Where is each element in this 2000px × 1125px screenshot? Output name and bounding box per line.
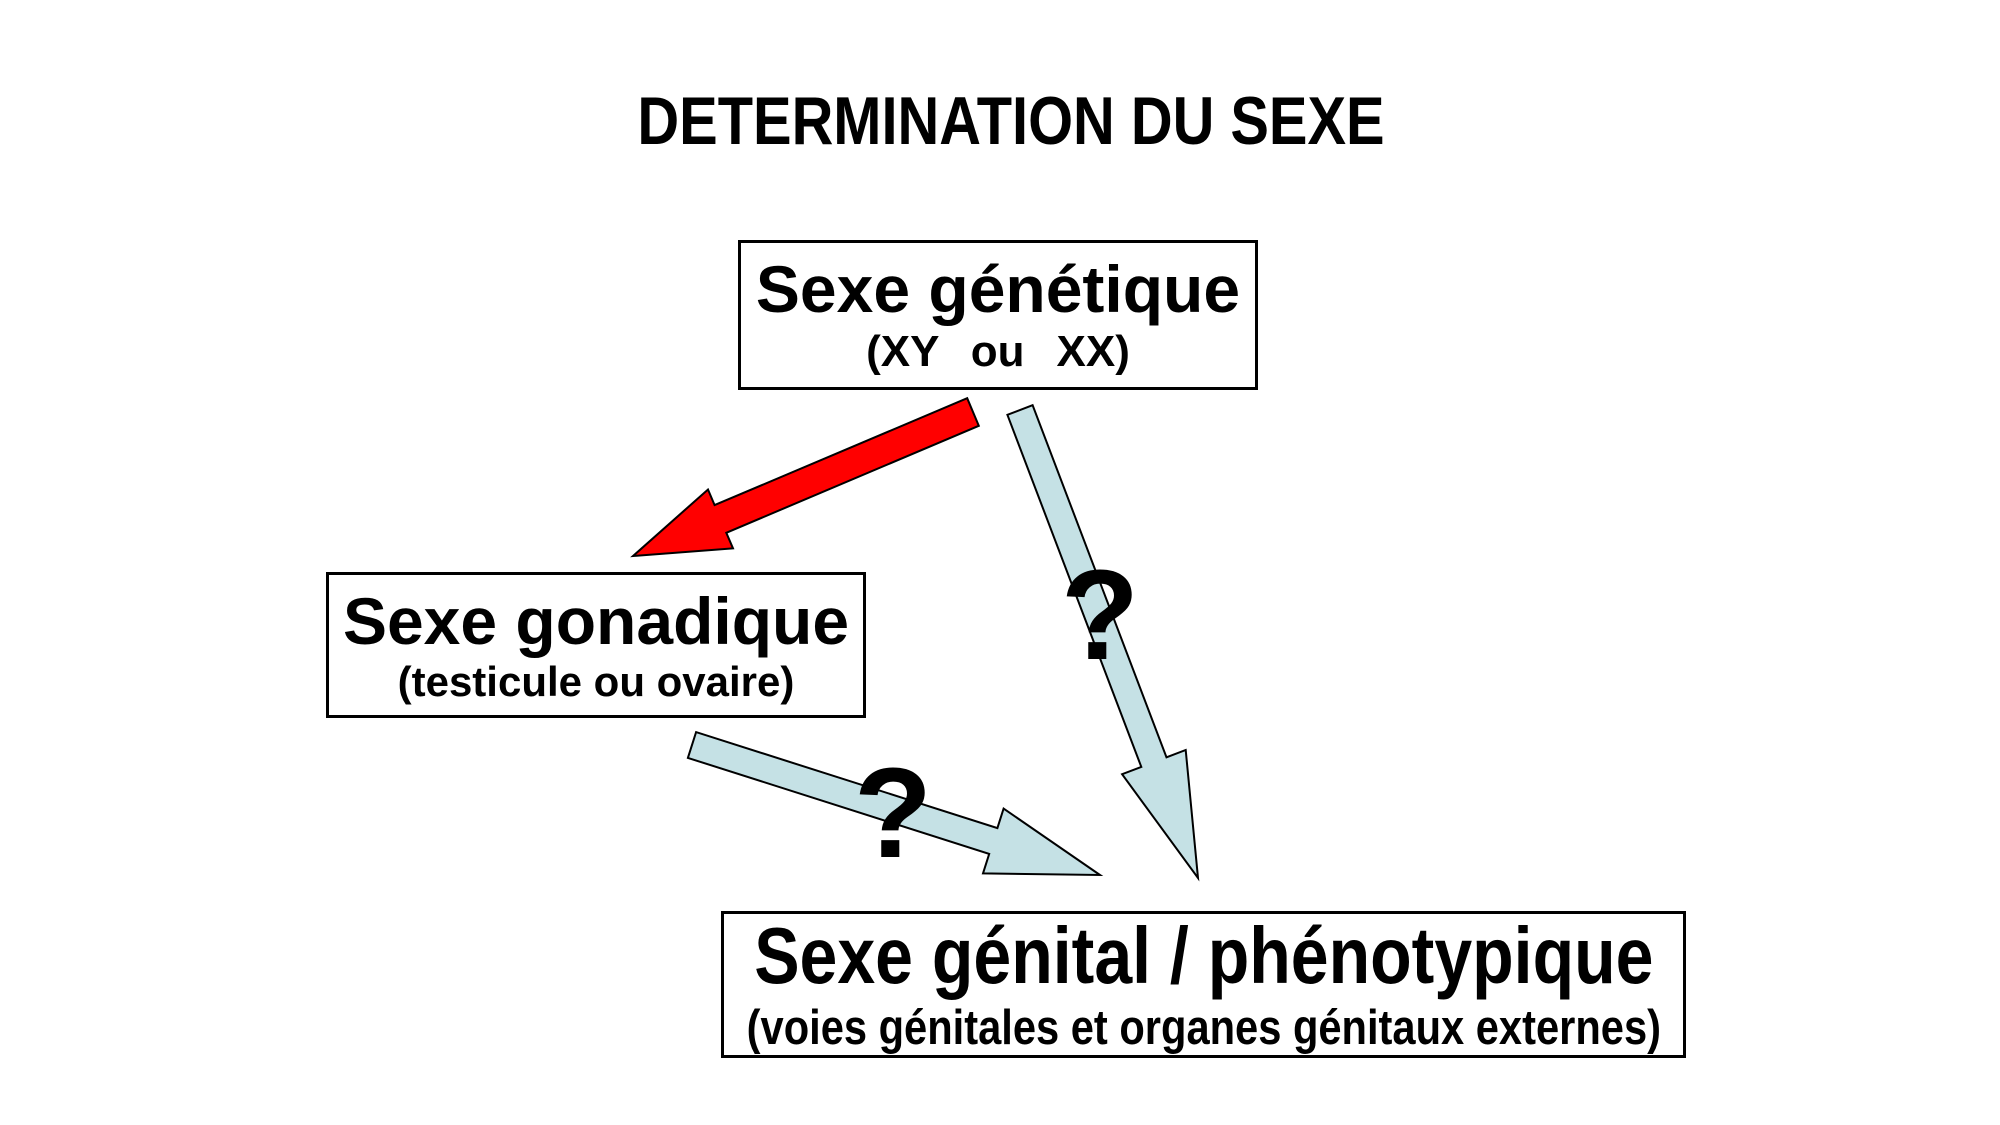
condensed-text-wrap: Sexe génital / phénotypique (voies génit… — [746, 912, 1660, 1056]
box-sexe-genital-phenotypique-title: Sexe génital / phénotypique — [753, 911, 1654, 1001]
genetic-to-phenotypic-arrow — [1006, 403, 1200, 882]
slide-title: DETERMINATION DU SEXE — [637, 83, 1385, 159]
question-mark-gonadal-to-phenotypic: ? — [853, 742, 933, 885]
genetic-to-gonadal-arrow — [630, 396, 981, 558]
gonadal-to-phenotypic-arrow — [686, 730, 1104, 877]
box-sexe-gonadique-subtitle: (testicule ou ovaire) — [397, 658, 795, 706]
question-mark-genetic-to-phenotypic: ? — [1060, 544, 1140, 687]
box-sexe-gonadique: Sexe gonadique (testicule ou ovaire) — [326, 572, 866, 718]
box-sexe-genetique-title: Sexe génétique — [755, 252, 1241, 327]
box-sexe-genital-phenotypique-subtitle: (voies génitales et organes génitaux ext… — [746, 1001, 1661, 1056]
box-sexe-genetique: Sexe génétique (XY ou XX) — [738, 240, 1258, 390]
box-sexe-gonadique-title: Sexe gonadique — [342, 583, 850, 658]
box-sexe-genital-phenotypique: Sexe génital / phénotypique (voies génit… — [721, 911, 1686, 1058]
box-sexe-genetique-subtitle: (XY ou XX) — [866, 327, 1130, 377]
